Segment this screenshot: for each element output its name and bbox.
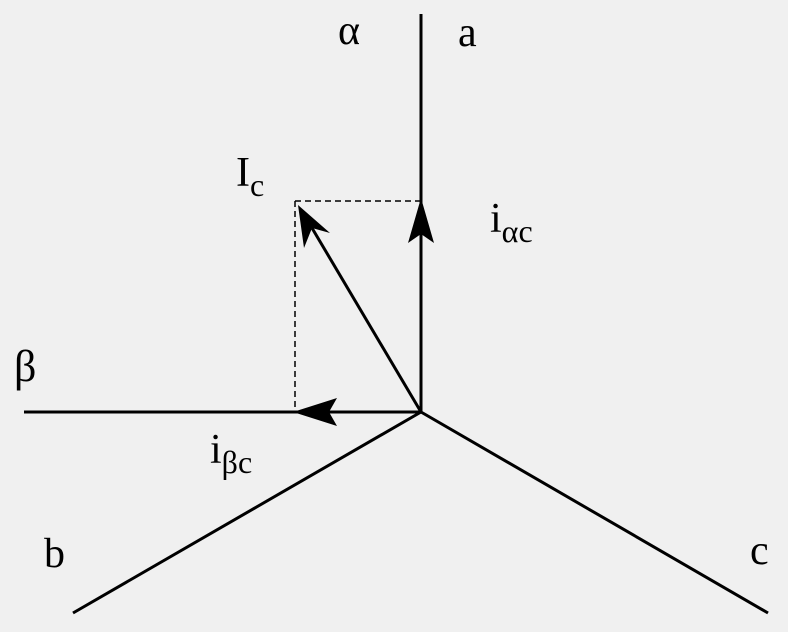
c-axis [420, 410, 769, 615]
i-beta-c-arrowhead [293, 398, 337, 426]
c-label: c [750, 528, 769, 574]
i-beta-c-sub: βc [222, 444, 252, 480]
beta-label: β [14, 342, 36, 391]
i-alpha-c-main: i [490, 196, 502, 242]
ic-label-main: I [236, 150, 250, 196]
i-alpha-c-label: iαc [490, 196, 533, 249]
a-label: a [458, 10, 477, 56]
ic-vector-shaft [310, 227, 423, 413]
i-alpha-c-sub: αc [502, 213, 533, 249]
ic-arrowhead [298, 205, 330, 248]
i-alpha-c-arrowhead [408, 198, 434, 243]
alpha-label: α [338, 8, 360, 54]
b-axis [72, 410, 422, 615]
b-label: b [44, 531, 65, 577]
i-beta-c-label: iβc [210, 427, 252, 480]
i-beta-c-main: i [210, 427, 222, 473]
ic-label: Ic [236, 150, 264, 203]
ic-label-sub: c [250, 167, 264, 203]
